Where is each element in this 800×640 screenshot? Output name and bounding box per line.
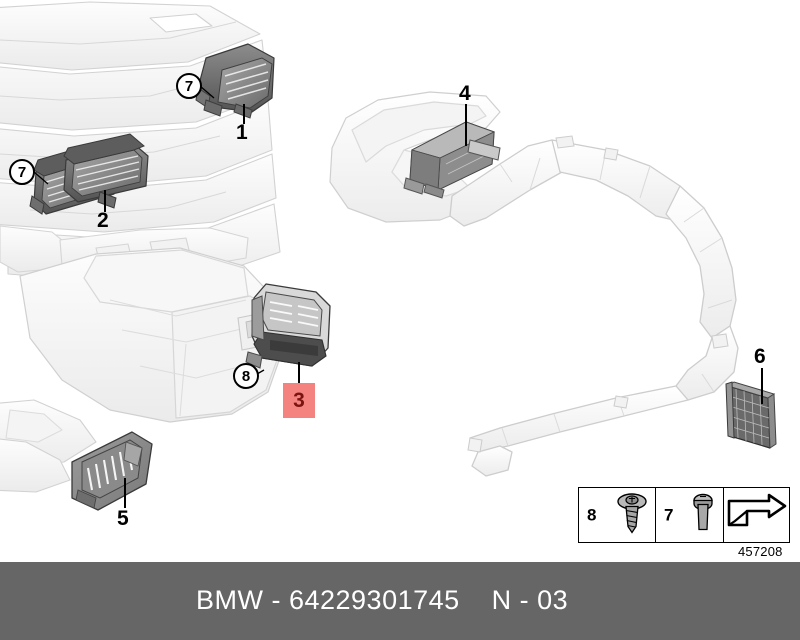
legend-cell-7: 7 (655, 488, 723, 542)
callout-bubble-8-part3: 8 (233, 363, 259, 389)
footer-bar (0, 562, 800, 640)
callout-pointer-7b (33, 171, 49, 185)
part-label-2: 2 (97, 209, 109, 232)
lower-left-bracket-outline (0, 399, 97, 493)
part-label-6: 6 (754, 345, 766, 368)
callout-7a-text: 7 (184, 77, 194, 95)
fastener-legend: 8 7 (578, 487, 790, 543)
part-label-3-highlighted: 3 (283, 383, 315, 418)
part-2-center-vents (29, 133, 149, 215)
part-5-outlet-grille (71, 431, 153, 511)
callout-bubble-7-part1: 7 (176, 73, 202, 99)
legend-cell-8: 8 (579, 488, 655, 542)
self-tapping-screw-icon (615, 491, 649, 540)
air-duct-loop (449, 139, 739, 477)
part-label-4: 4 (459, 82, 471, 105)
drawing-number: 457208 (738, 544, 783, 559)
callout-bubble-7-part2: 7 (9, 159, 35, 185)
air-duct-clip-tabs (467, 135, 729, 453)
callout-7b-text: 7 (17, 163, 27, 181)
part-label-5: 5 (117, 507, 129, 530)
view-direction-arrow-icon (725, 491, 789, 540)
legend-cell-view-arrow (723, 488, 789, 542)
callout-8-text: 8 (241, 367, 251, 385)
part-label-1: 1 (236, 121, 248, 144)
legend-number-7: 7 (664, 505, 674, 525)
part-3-rear-console-vent (245, 283, 331, 369)
part-1-side-vent (195, 43, 275, 119)
part-label-3-text: 3 (293, 389, 305, 412)
legend-number-8: 8 (587, 505, 597, 525)
rivet-pin-icon (689, 491, 717, 540)
part-4-console-module (403, 121, 501, 199)
footer-part-reference: BMW - 64229301745 N - 03 (196, 585, 569, 615)
part-6-mesh-insert (725, 381, 777, 449)
callout-pointer-7a (199, 85, 215, 99)
